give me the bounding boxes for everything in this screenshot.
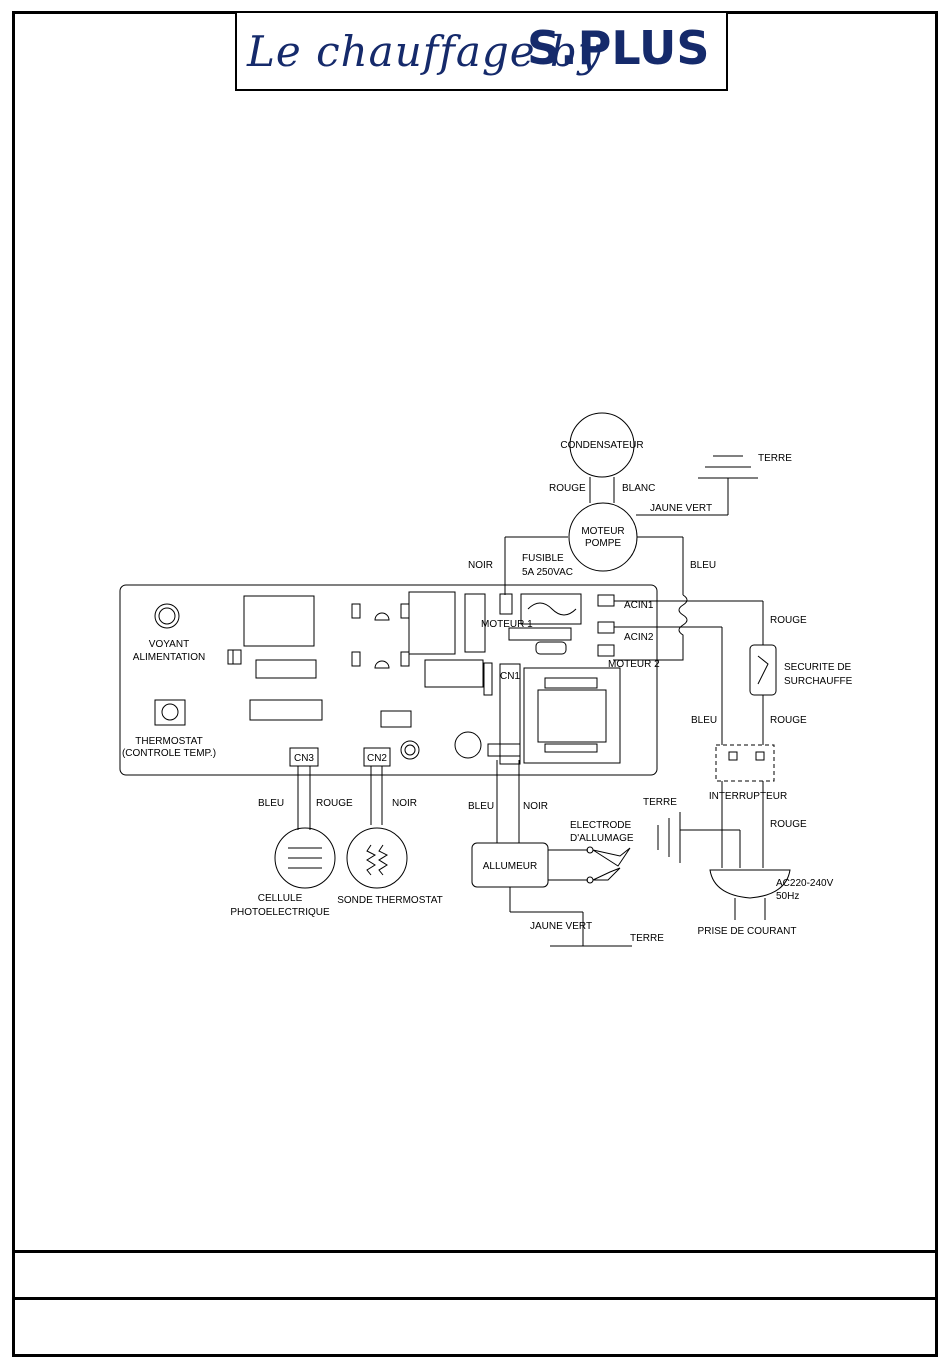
label-cn3: CN3	[294, 753, 314, 764]
label-bleu-cn3: BLEU	[258, 798, 284, 809]
label-cn1: CN1	[500, 671, 520, 682]
sonde-thermostat-symbol	[346, 827, 408, 889]
label-acin1: ACIN1	[624, 600, 654, 611]
label-terre-bottom: TERRE	[630, 933, 664, 944]
brand-logo: Le chauffage by S.PLUS	[235, 11, 728, 91]
interrupteur-symbol	[715, 744, 775, 782]
thermostat-knob	[154, 699, 186, 726]
label-voyant-1: VOYANT	[149, 639, 189, 650]
label-moteur1: MOTEUR 1	[481, 619, 533, 630]
label-interrupteur: INTERRUPTEUR	[709, 791, 787, 802]
cn3-connector	[289, 747, 319, 767]
label-bleu-right: BLEU	[691, 715, 717, 726]
label-noir-cn1: NOIR	[523, 801, 548, 812]
label-electrode-2: D'ALLUMAGE	[570, 833, 634, 844]
label-cn2: CN2	[367, 753, 387, 764]
label-electrode-1: ELECTRODE	[570, 820, 631, 831]
electrode-symbol	[592, 847, 631, 867]
label-jaune-vert-top: JAUNE VERT	[650, 503, 712, 514]
label-rouge-cond: ROUGE	[549, 483, 586, 494]
logo-brand-text: S.PLUS	[527, 21, 710, 75]
label-moteur-pompe-1: MOTEUR	[581, 526, 624, 537]
label-prise: PRISE DE COURANT	[698, 926, 797, 937]
label-noir-cn2: NOIR	[392, 798, 417, 809]
label-ac-2: 50Hz	[776, 891, 799, 902]
label-rouge-right1: ROUGE	[770, 615, 807, 626]
footer-divider-2	[12, 1297, 938, 1300]
label-fusible-2: 5A 250VAC	[522, 567, 573, 578]
label-rouge-right3: ROUGE	[770, 819, 807, 830]
label-acin2: ACIN2	[624, 632, 654, 643]
label-voyant-2: ALIMENTATION	[133, 652, 205, 663]
label-blanc-cond: BLANC	[622, 483, 655, 494]
label-securite-2: SURCHAUFFE	[784, 676, 853, 687]
label-jaune-vert-bottom: JAUNE VERT	[530, 921, 592, 932]
label-moteur2: MOTEUR 2	[608, 659, 660, 670]
label-thermostat-2: (CONTROLE TEMP.)	[122, 748, 216, 759]
voyant-alimentation-symbol	[154, 603, 180, 629]
label-bleu-cn1: BLEU	[468, 801, 494, 812]
label-terre-mid: TERRE	[643, 797, 677, 808]
label-ac-1: AC220-240V	[776, 878, 834, 889]
label-terre-top: TERRE	[758, 453, 792, 464]
label-condensateur: CONDENSATEUR	[560, 440, 643, 451]
label-rouge-cn3: ROUGE	[316, 798, 353, 809]
condensateur-symbol	[569, 412, 635, 478]
cn2-connector	[363, 747, 391, 767]
label-noir-top: NOIR	[468, 560, 493, 571]
label-allumeur: ALLUMEUR	[483, 861, 537, 872]
logo-script-text: Le chauffage by	[247, 27, 603, 76]
control-board	[119, 584, 658, 776]
label-rouge-right2: ROUGE	[770, 715, 807, 726]
label-thermostat-1: THERMOSTAT	[135, 736, 202, 747]
label-cellule-2: PHOTOELECTRIQUE	[230, 907, 330, 918]
label-bleu-top: BLEU	[690, 560, 716, 571]
label-cellule-1: CELLULE	[258, 893, 303, 904]
label-fusible-1: FUSIBLE	[522, 553, 564, 564]
cellule-photoelectrique-symbol	[274, 827, 336, 889]
footer-divider-1	[12, 1250, 938, 1253]
label-moteur-pompe-2: POMPE	[585, 538, 621, 549]
prise-de-courant-symbol	[709, 869, 791, 899]
label-securite-1: SECURITE DE	[784, 662, 852, 673]
label-sonde: SONDE THERMOSTAT	[337, 895, 443, 906]
